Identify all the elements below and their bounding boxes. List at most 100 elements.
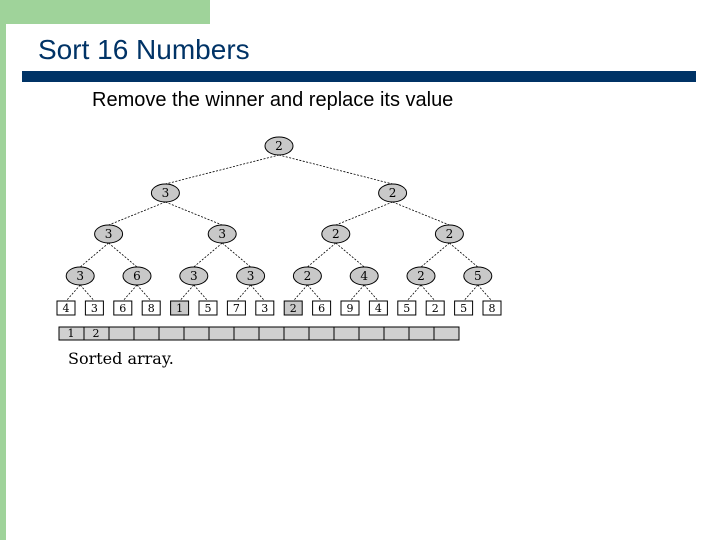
sorted-array-box bbox=[183, 326, 210, 341]
tree-node-value: 3 bbox=[190, 269, 198, 283]
tree-node-value: 6 bbox=[133, 269, 141, 283]
leaf-box bbox=[141, 300, 161, 316]
tree-node-circle bbox=[264, 136, 294, 156]
sorted-array-cell bbox=[333, 326, 360, 341]
leaf-value: 8 bbox=[148, 302, 155, 315]
tree-node-value: 3 bbox=[247, 269, 255, 283]
tree-node-circle bbox=[207, 224, 237, 244]
tree-node: 2 bbox=[434, 224, 464, 244]
tree-node-circle bbox=[122, 266, 152, 286]
tree-node-value: 3 bbox=[76, 269, 84, 283]
leaf-cell: 2 bbox=[425, 300, 445, 316]
slide-subtitle: Remove the winner and replace its value bbox=[92, 89, 454, 111]
sorted-array-box bbox=[383, 326, 410, 341]
tree-node: 2 bbox=[264, 136, 294, 156]
sorted-array-box bbox=[108, 326, 135, 341]
leaf-value: 8 bbox=[489, 302, 496, 315]
leaf-value: 3 bbox=[261, 302, 268, 315]
tree-node-value: 3 bbox=[218, 227, 226, 241]
sorted-array-cell bbox=[283, 326, 310, 341]
leaf-cell: 4 bbox=[368, 300, 388, 316]
leaf-cell: 2 bbox=[283, 300, 303, 316]
tree-edge bbox=[292, 284, 308, 302]
sorted-array-box bbox=[308, 326, 335, 341]
leaf-box bbox=[170, 300, 190, 316]
sorted-array-box bbox=[233, 326, 260, 341]
leaf-cell: 5 bbox=[454, 300, 474, 316]
leaf-cell: 5 bbox=[397, 300, 417, 316]
tree-node-value: 2 bbox=[304, 269, 312, 283]
tree-node: 2 bbox=[321, 224, 351, 244]
sorted-array-cell: 1 bbox=[58, 326, 85, 341]
tree-edge bbox=[250, 284, 266, 302]
tree-node-circle bbox=[321, 224, 351, 244]
sorted-array-cell bbox=[308, 326, 335, 341]
leaf-cell: 6 bbox=[113, 300, 133, 316]
sorted-array-cell: 2 bbox=[83, 326, 110, 341]
tree-node: 2 bbox=[292, 266, 322, 286]
tree-node-value: 3 bbox=[162, 186, 170, 200]
tree-node: 2 bbox=[378, 183, 408, 203]
tree-edge bbox=[236, 284, 251, 302]
tree-edge bbox=[477, 284, 493, 302]
tree-edge bbox=[278, 154, 393, 185]
leaf-cell: 1 bbox=[170, 300, 190, 316]
tree-node: 5 bbox=[463, 266, 493, 286]
tree-edge bbox=[79, 284, 95, 302]
leaf-box bbox=[56, 300, 76, 316]
tree-edge bbox=[193, 242, 223, 268]
sorted-array-box bbox=[158, 326, 185, 341]
tree-node-circle bbox=[463, 266, 493, 286]
tree-node-value: 2 bbox=[446, 227, 454, 241]
sorted-array-cell bbox=[383, 326, 410, 341]
tree-node-circle bbox=[406, 266, 436, 286]
tree-edge bbox=[307, 284, 322, 302]
sorted-array-value: 2 bbox=[93, 327, 100, 340]
leaf-cell: 6 bbox=[312, 300, 332, 316]
tree-node-circle bbox=[150, 183, 180, 203]
sorted-array-cell bbox=[358, 326, 385, 341]
leaf-box bbox=[198, 300, 218, 316]
leaf-box bbox=[113, 300, 133, 316]
leaf-cell: 8 bbox=[141, 300, 161, 316]
tree-edge bbox=[420, 242, 450, 268]
leaf-cell: 7 bbox=[226, 300, 246, 316]
tree-edge bbox=[307, 242, 337, 268]
tree-node: 4 bbox=[349, 266, 379, 286]
sorted-array-cell bbox=[108, 326, 135, 341]
leaf-value: 9 bbox=[347, 302, 354, 315]
tree-edge bbox=[193, 284, 209, 302]
sorted-array-box bbox=[258, 326, 285, 341]
tree-node: 6 bbox=[122, 266, 152, 286]
leaf-box bbox=[255, 300, 275, 316]
tree-edge bbox=[108, 242, 138, 268]
tree-edges bbox=[65, 154, 493, 302]
sorted-array-cell bbox=[408, 326, 435, 341]
tree-edge bbox=[335, 242, 365, 268]
tree-node-value: 4 bbox=[360, 269, 368, 283]
leaf-value: 4 bbox=[63, 302, 70, 315]
tree-node-circle bbox=[236, 266, 266, 286]
leaf-box bbox=[482, 300, 502, 316]
tree-edge bbox=[420, 284, 436, 302]
slide-title: Sort 16 Numbers bbox=[38, 34, 250, 65]
accent-bar-left bbox=[0, 0, 6, 540]
sorted-array-value: 1 bbox=[68, 327, 75, 340]
leaf-cell: 4 bbox=[56, 300, 76, 316]
leaf-value: 5 bbox=[460, 302, 467, 315]
tree-node: 2 bbox=[406, 266, 436, 286]
tree-edge bbox=[392, 201, 450, 226]
leaf-cell: 3 bbox=[255, 300, 275, 316]
tree-node-value: 2 bbox=[417, 269, 425, 283]
sorted-array-cell bbox=[133, 326, 160, 341]
tree-edge bbox=[165, 154, 280, 185]
tree-edge bbox=[449, 242, 479, 268]
leaf-value: 4 bbox=[375, 302, 382, 315]
tree-edge bbox=[79, 242, 109, 268]
tree-node-circle bbox=[349, 266, 379, 286]
tree-node: 3 bbox=[94, 224, 124, 244]
sorted-array-box bbox=[408, 326, 435, 341]
tree-edge bbox=[363, 284, 379, 302]
